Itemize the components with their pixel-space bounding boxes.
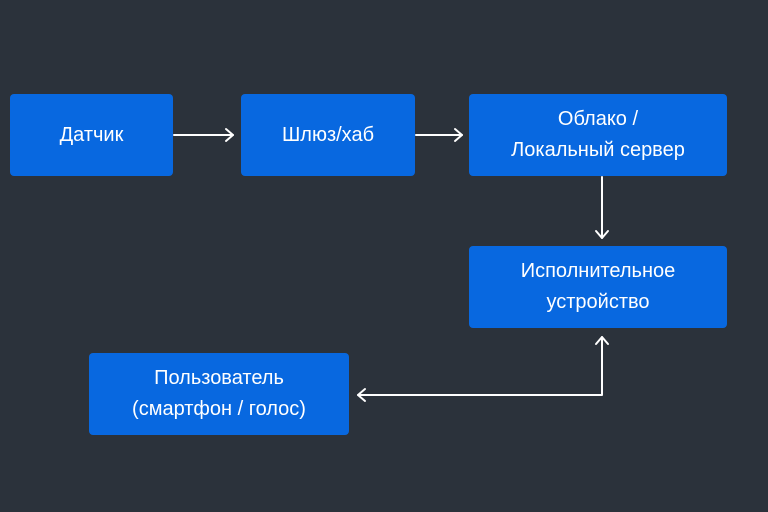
node-actuator-label: Исполнительное устройство <box>520 260 676 313</box>
edge-gateway-to-cloud <box>415 128 463 142</box>
arrowhead-icon <box>454 128 463 142</box>
edge-actuator-user-bidirectional <box>357 336 609 402</box>
node-user-label: Пользователь (смартфон / голос) <box>132 367 306 420</box>
node-cloud-label: Облако / Локальный сервер <box>511 108 685 161</box>
arrowhead-icon <box>357 388 366 402</box>
arrowhead-icon <box>225 128 234 142</box>
node-gateway: Шлюз/хаб <box>241 94 415 176</box>
node-actuator: Исполнительное устройство <box>469 246 727 328</box>
edge-sensor-to-gateway <box>173 128 234 142</box>
arrowhead-icon <box>595 230 609 239</box>
edge-cloud-to-actuator <box>595 176 609 239</box>
node-gateway-label: Шлюз/хаб <box>281 123 375 146</box>
node-sensor: Датчик <box>10 94 173 176</box>
node-cloud: Облако / Локальный сервер <box>469 94 727 176</box>
arrowhead-icon <box>595 336 609 345</box>
node-user: Пользователь (смартфон / голос) <box>89 353 349 435</box>
node-sensor-label: Датчик <box>59 123 124 146</box>
